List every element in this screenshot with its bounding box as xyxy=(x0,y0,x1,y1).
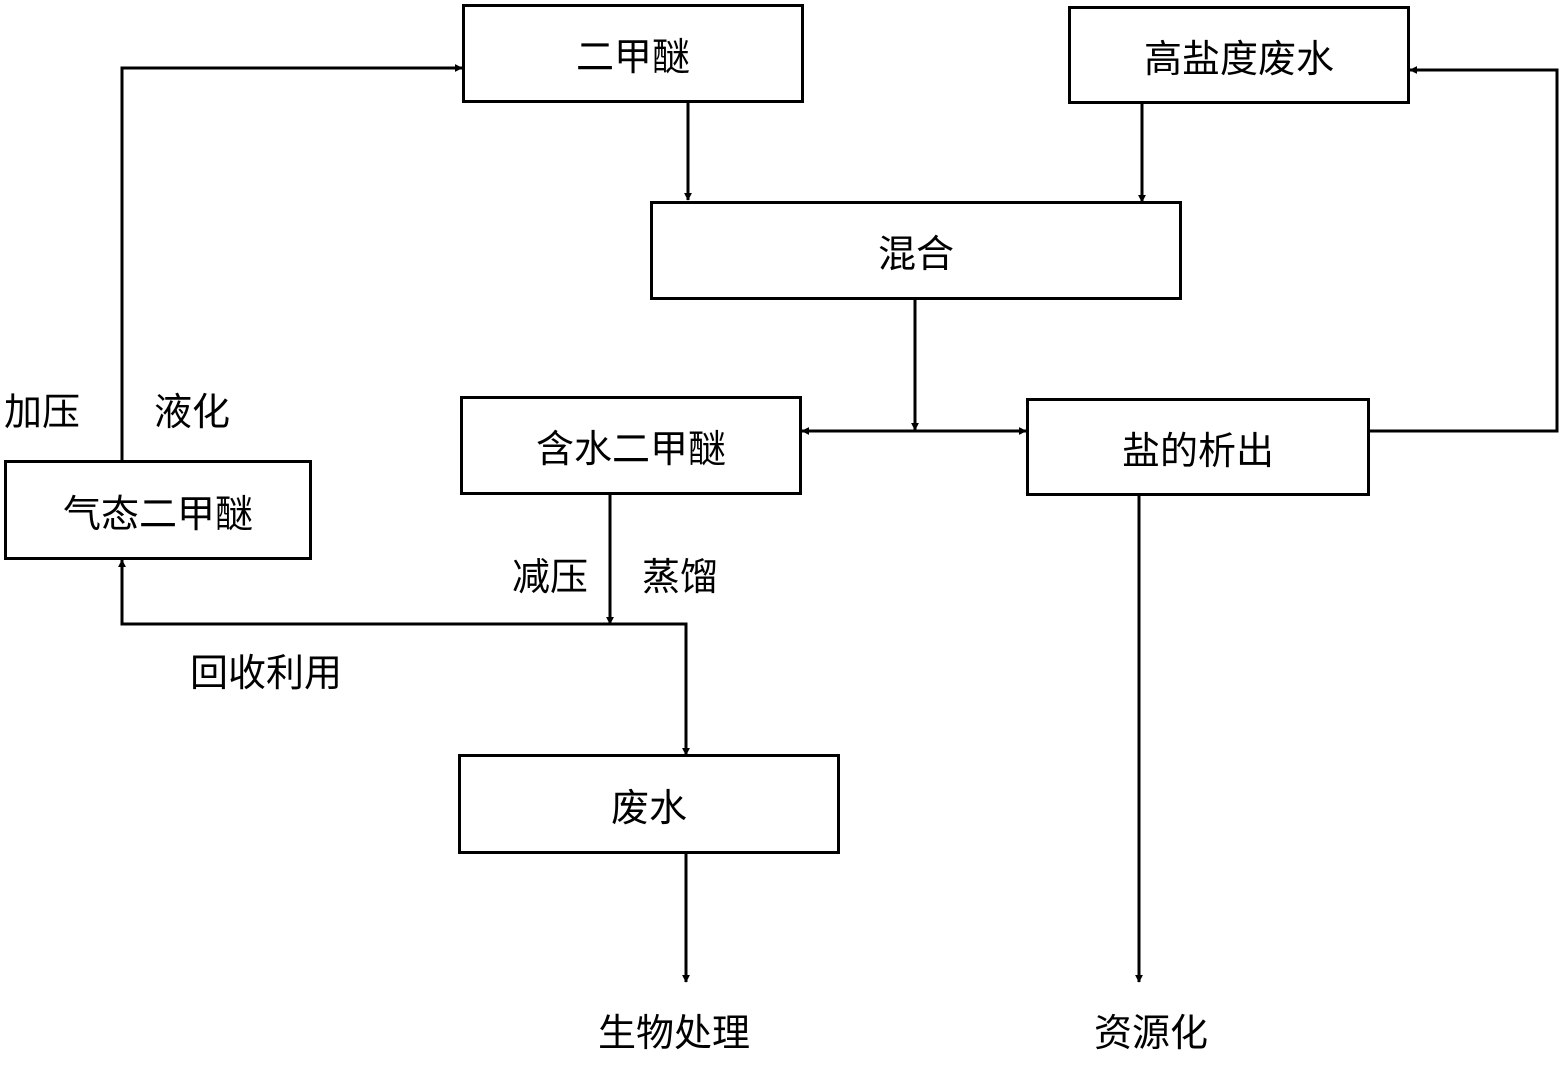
label-pressurize: 加压 xyxy=(4,390,81,434)
node-gas-dme: 气态二甲醚 xyxy=(4,460,312,560)
node-high-salt-water-label: 高盐度废水 xyxy=(1143,36,1334,81)
label-liquefy: 液化 xyxy=(154,390,231,434)
label-resource: 资源化 xyxy=(1094,1011,1209,1055)
arrow-to-waste-water xyxy=(610,622,690,756)
node-mixing-label: 混合 xyxy=(877,232,954,276)
node-waste-water: 废水 xyxy=(458,754,840,854)
label-reduce-pressure: 减压 xyxy=(512,555,589,599)
node-wet-dme: 含水二甲醚 xyxy=(460,396,802,495)
label-distill: 蒸馏 xyxy=(642,555,719,599)
node-salt-out-label: 盐的析出 xyxy=(1121,428,1274,473)
node-wet-dme-label: 含水二甲醚 xyxy=(535,427,726,471)
node-high-salt-water: 高盐度废水 xyxy=(1068,6,1410,104)
node-waste-water-label: 废水 xyxy=(610,785,687,830)
node-salt-out: 盐的析出 xyxy=(1026,398,1370,496)
label-recycle: 回收利用 xyxy=(190,651,343,695)
node-dme: 二甲醚 xyxy=(462,4,804,103)
node-dme-label: 二甲醚 xyxy=(575,35,690,79)
node-mixing: 混合 xyxy=(650,201,1182,300)
arrow-salt-to-water xyxy=(1370,66,1559,433)
arrow-to-gas-dme xyxy=(118,559,610,626)
label-bio-treatment: 生物处理 xyxy=(598,1011,751,1055)
node-gas-dme-label: 气态二甲醚 xyxy=(62,491,253,536)
arrow-gas-to-dme xyxy=(120,64,463,460)
